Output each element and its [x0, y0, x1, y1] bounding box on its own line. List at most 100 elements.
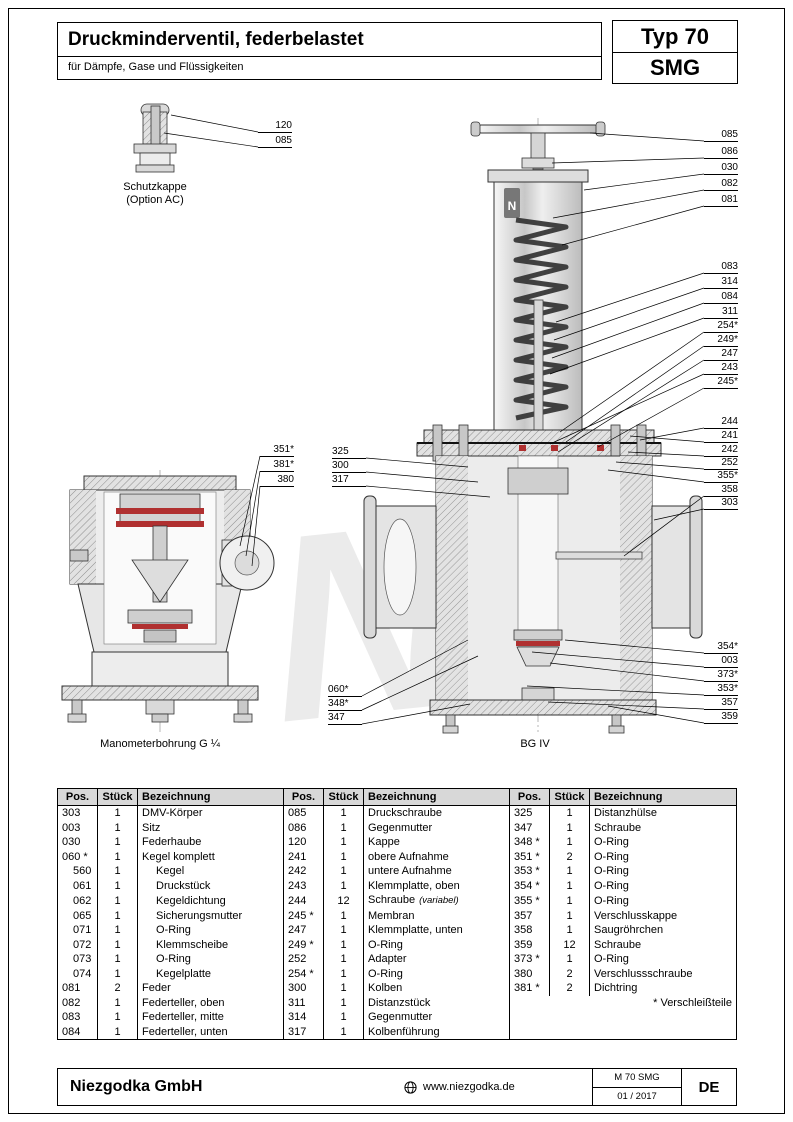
part-pos: 249 * — [283, 937, 324, 952]
part-pos: 354 * — [509, 878, 550, 893]
part-pos: 355 * — [509, 893, 550, 909]
company-name: Niezgodka GmbH — [70, 1078, 203, 1095]
part-name: Gegenmutter — [363, 820, 510, 835]
part-pos: 351 * — [509, 849, 550, 864]
part-name: Kappe — [363, 835, 510, 850]
part-name: Druckschraube — [363, 805, 510, 821]
callout-label-353: 353* — [704, 683, 738, 696]
part-pos: 353 * — [509, 864, 550, 879]
callout-label-244: 244 — [704, 416, 738, 429]
callout-label-120: 120 — [258, 120, 292, 133]
seal-red — [132, 624, 188, 629]
part-name: Membran — [363, 908, 510, 923]
part-qty: 1 — [549, 908, 590, 923]
part-pos: 242 — [283, 864, 324, 879]
table-header-row: Pos. Stück Bezeichnung Pos. Stück Bezeic… — [57, 788, 737, 806]
part-pos: 311 — [283, 995, 324, 1010]
watermark-n: N — [255, 464, 484, 779]
part-qty: 1 — [323, 1024, 364, 1040]
part-name: Verschlusskappe — [589, 908, 737, 923]
leader-line — [251, 485, 261, 567]
o-ring-red — [597, 445, 604, 451]
part-qty: 1 — [97, 805, 138, 821]
leader-line — [531, 651, 705, 668]
right-valve-cross-section: N — [363, 118, 703, 734]
part-name: O-Ring — [589, 849, 737, 864]
callout-label-030: 030 — [704, 162, 738, 175]
part-qty: 1 — [97, 849, 138, 864]
callout-label-355: 355* — [704, 470, 738, 483]
callout-label-252: 252 — [704, 457, 738, 470]
part-name: Distanzstück — [363, 995, 510, 1010]
part-qty: 1 — [549, 893, 590, 909]
col-header-stueck: Stück — [323, 788, 364, 806]
part-pos: 380 — [509, 966, 550, 981]
part-name: Gegenmutter — [363, 1010, 510, 1025]
part-pos: 244 — [283, 893, 324, 909]
part-qty: 1 — [97, 908, 138, 923]
leader-line — [549, 373, 705, 445]
leader-lines — [163, 114, 705, 725]
o-ring-red — [519, 445, 526, 451]
part-qty: 1 — [323, 937, 364, 952]
o-ring-red — [116, 508, 204, 514]
col-header-pos: Pos. — [57, 788, 98, 806]
callout-label-358: 358 — [704, 484, 738, 497]
callout-label-357: 357 — [704, 697, 738, 710]
doc-date: 01 / 2017 — [617, 1090, 657, 1102]
leader-line — [365, 471, 479, 483]
part-qty: 1 — [549, 864, 590, 879]
col-header-stueck: Stück — [549, 788, 590, 806]
part-name: O-Ring — [589, 952, 737, 967]
part-qty: 1 — [97, 952, 138, 967]
leader-line — [583, 173, 705, 191]
part-name: Dichtring — [589, 981, 737, 996]
part-pos: 073 — [57, 952, 98, 967]
part-name: Druckstück — [137, 878, 284, 893]
part-pos: 074 — [57, 966, 98, 981]
col-header-pos: Pos. — [283, 788, 324, 806]
leader-line — [561, 205, 705, 246]
part-pos: 381 * — [509, 981, 550, 996]
callout-label-300: 300 — [332, 460, 366, 473]
leader-line — [597, 387, 705, 448]
part-qty: 1 — [323, 966, 364, 981]
caption-manometerbohrung: Manometerbohrung G ¼ — [100, 738, 220, 750]
header-title-box: Druckminderventil, federbelastet für Däm… — [57, 22, 602, 80]
leader-line — [552, 189, 705, 219]
part-name: Schraube(variabel) — [363, 893, 510, 909]
part-name: Federhaube — [137, 835, 284, 850]
part-qty: 2 — [549, 981, 590, 996]
caption-schutzkappe: Schutzkappe (Option AC) — [123, 181, 187, 206]
callout-label-317: 317 — [332, 474, 366, 487]
leader-line — [163, 132, 259, 148]
part-name: Kegelplatte — [137, 966, 284, 981]
callout-label-243: 243 — [704, 362, 738, 375]
parts-table: Pos. Stück Bezeichnung Pos. Stück Bezeic… — [57, 788, 737, 1040]
part-qty: 1 — [323, 805, 364, 821]
part-pos: 300 — [283, 981, 324, 996]
part-name: Verschlussschraube — [589, 966, 737, 981]
spring — [513, 217, 569, 421]
leader-line — [245, 470, 261, 557]
callout-label-242: 242 — [704, 444, 738, 457]
part-qty: 1 — [323, 923, 364, 938]
callout-label-241: 241 — [704, 430, 738, 443]
callout-label-359: 359 — [704, 711, 738, 724]
callout-label-082: 082 — [704, 178, 738, 191]
part-pos: 003 — [57, 820, 98, 835]
col-header-bezeichnung: Bezeichnung — [589, 788, 737, 806]
leader-line — [629, 435, 705, 443]
leader-line — [653, 508, 705, 521]
leader-line — [615, 461, 705, 470]
leader-line — [565, 345, 705, 443]
part-name: Klemmplatte, oben — [363, 878, 510, 893]
